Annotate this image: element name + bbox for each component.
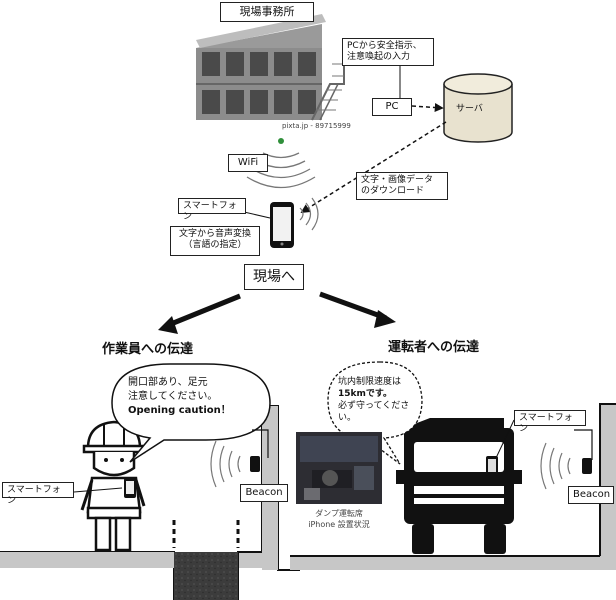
download-line2: のダウンロード <box>361 186 425 197</box>
phone-label-top: スマートフォン <box>178 198 246 222</box>
driver-bubble-line2: 15kmです。 <box>338 389 392 400</box>
arrow-to-worker-head <box>158 316 178 334</box>
worker-bubble-line2: 注意してください。 <box>128 391 218 402</box>
beacon-icon <box>540 429 593 490</box>
dashboard-caption-line1: ダンプ運転席 <box>315 509 363 518</box>
driver-bubble-line1: 坑内制限速度は <box>338 377 402 387</box>
driver-bubble-line4: い。 <box>338 413 357 424</box>
server-label: サーバ <box>456 104 483 114</box>
server-to-phone-arrow <box>300 121 447 213</box>
worker-phone-connector <box>73 487 123 493</box>
driver-phone-connector <box>495 419 515 459</box>
driver-bubble-text: 坑内制限速度は 15kmです。 必ず守ってくださ い。 <box>338 376 409 425</box>
dashboard-caption: ダンプ運転席 iPhone 設置状況 <box>296 508 382 530</box>
download-box: 文字・画像データ のダウンロード <box>356 172 448 200</box>
worker-bubble-line3: Opening caution！ <box>128 405 231 416</box>
tts-line1: 文字から音声変換 <box>178 229 251 239</box>
dump-truck-icon <box>396 418 522 554</box>
to-site-box: 現場へ <box>244 264 304 290</box>
tts-line2: （言語の指定） <box>183 240 247 251</box>
driver-heading: 運転者への伝達 <box>388 340 480 355</box>
pc-to-server-arrow <box>411 103 444 113</box>
driver-beacon-label: Beacon <box>568 486 614 504</box>
dashboard-photo <box>296 432 382 504</box>
arrow-to-driver-head <box>374 310 396 328</box>
pc-box: PC <box>372 98 412 116</box>
arrow-to-driver <box>319 291 387 321</box>
arrow-to-worker <box>165 293 241 329</box>
worker-heading: 作業員への伝達 <box>102 342 194 357</box>
pc-note-line2: 注意喚起の入力 <box>347 52 411 63</box>
photo-credit: pixta.jp - 89715999 <box>282 122 351 130</box>
pc-note-box: PCから安全指示、 注意喚起の入力 <box>342 38 434 66</box>
tts-box: 文字から音声変換 （言語の指定） <box>170 226 260 256</box>
office-title: 現場事務所 <box>220 2 314 22</box>
pc-note-line1: PCから安全指示、 <box>347 41 422 51</box>
driver-bubble-line3: 必ず守ってくださ <box>338 401 410 412</box>
download-line1: 文字・画像データ <box>361 175 434 185</box>
phone-signal-icon <box>299 197 319 231</box>
prefab-office-icon <box>196 14 345 121</box>
driver-speech-bubble <box>327 361 423 465</box>
worker-beacon-label: Beacon <box>240 484 288 502</box>
worker-bubble-text: 開口部あり、足元 注意してください。 Opening caution！ <box>128 376 231 418</box>
driver-phone-label: スマートフォン <box>514 410 586 434</box>
driver-ground <box>290 403 616 570</box>
helmeted-worker-icon <box>80 420 146 552</box>
worker-bubble-line1: 開口部あり、足元 <box>128 377 208 388</box>
worker-speech-bubble <box>111 363 271 463</box>
dashboard-caption-line2: iPhone 設置状況 <box>308 520 370 530</box>
smartphone-icon <box>270 202 294 248</box>
beacon-icon <box>210 429 269 488</box>
phone-label-connector <box>243 211 271 219</box>
worker-phone-label: スマートフォン <box>2 482 74 506</box>
wifi-label: WiFi <box>228 154 268 172</box>
database-cylinder-icon <box>443 73 513 143</box>
